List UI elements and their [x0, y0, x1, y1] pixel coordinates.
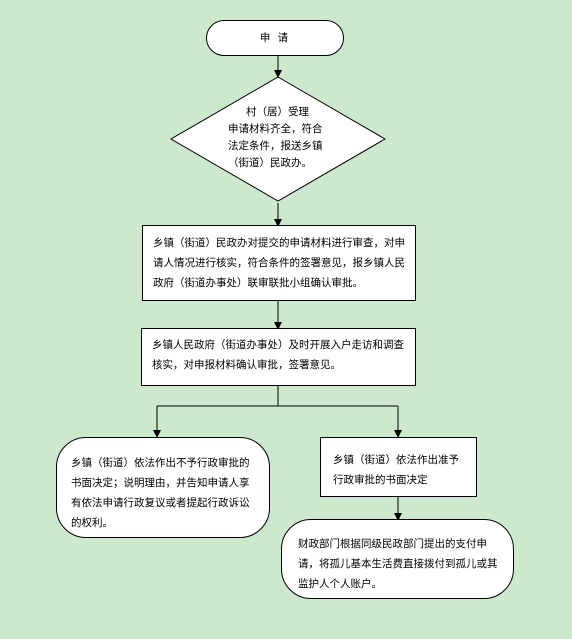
village-line-2: 申请材料齐全，符合: [228, 123, 323, 135]
start-node: 申 请: [206, 20, 344, 56]
finance-node: 财政部门根据同级民政部门提出的支付申请，将孤儿基本生活费直接拨付到孤儿或其监护人…: [281, 519, 514, 599]
finance-text: 财政部门根据同级民政部门提出的支付申请，将孤儿基本生活费直接拨付到孤儿或其监护人…: [298, 538, 498, 590]
town-gov-node: 乡镇人民政府（街道办事处）及时开展入户走访和调查核实，对申报材料确认审批，签署意…: [141, 328, 416, 386]
reject-text: 乡镇（街道）依法作出不予行政审批的书面决定；说明理由，并告知申请人享有依法申请行…: [71, 457, 250, 529]
town-gov-text: 乡镇人民政府（街道办事处）及时开展入户走访和调查核实，对申报材料确认审批，签署意…: [152, 339, 404, 371]
village-line-1: 村（居）受理: [246, 106, 309, 118]
review-node: 乡镇（街道）民政办对提交的申请材料进行审查，对申请人情况进行核实，符合条件的签署…: [142, 225, 416, 301]
reject-node: 乡镇（街道）依法作出不予行政审批的书面决定；说明理由，并告知申请人享有依法申请行…: [56, 437, 270, 538]
start-label: 申 请: [259, 31, 291, 44]
review-text: 乡镇（街道）民政办对提交的申请材料进行审查，对申请人情况进行核实，符合条件的签署…: [153, 237, 405, 289]
village-line-4: （街道）民政办。: [228, 157, 312, 169]
village-line-3: 法定条件，报送乡镇: [228, 140, 323, 152]
approve-node: 乡镇（街道）依法作出准予行政审批的书面决定: [320, 437, 477, 497]
approve-text: 乡镇（街道）依法作出准予行政审批的书面决定: [333, 454, 459, 486]
village-decision-diamond: [170, 76, 386, 202]
village-node-text: 村（居）受理 申请材料齐全，符合 法定条件，报送乡镇 （街道）民政办。: [228, 104, 338, 172]
